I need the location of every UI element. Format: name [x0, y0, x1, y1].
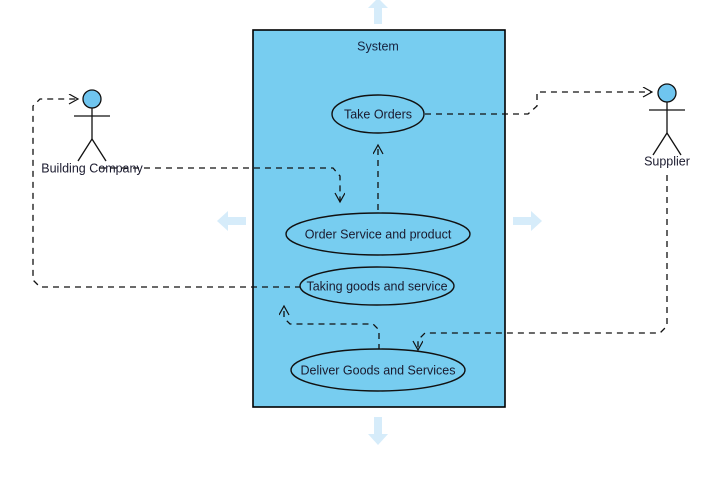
- connector-take-orders-to-supplier[interactable]: [425, 92, 652, 115]
- use-case-order-service-and-product[interactable]: Order Service and product: [285, 212, 471, 256]
- use-case-take-orders[interactable]: Take Orders: [331, 94, 425, 134]
- use-case-taking-goods-and-service[interactable]: Taking goods and service: [299, 266, 455, 306]
- actor-leg-right-line: [666, 132, 682, 156]
- actor-head-icon: [657, 83, 677, 103]
- use-case-taking-goods-and-service-label: Taking goods and service: [306, 279, 447, 293]
- actor-building-company-label: Building Company: [41, 161, 143, 175]
- use-case-deliver-goods-and-services[interactable]: Deliver Goods and Services: [290, 348, 466, 392]
- actor-leg-right-line: [91, 138, 107, 162]
- actor-leg-left-line: [652, 132, 668, 156]
- actor-supplier-label: Supplier: [644, 154, 690, 168]
- actor-leg-left-line: [77, 138, 93, 162]
- use-case-take-orders-label: Take Orders: [344, 107, 412, 121]
- use-case-deliver-goods-and-services-label: Deliver Goods and Services: [301, 363, 456, 377]
- resize-handle-up-icon[interactable]: [368, 0, 388, 24]
- connector-taking-goods-to-building-company[interactable]: [32, 99, 301, 288]
- actor-head-icon: [82, 89, 102, 109]
- resize-handle-left-icon[interactable]: [217, 211, 246, 231]
- actor-supplier[interactable]: Supplier: [644, 83, 690, 168]
- use-case-order-service-and-product-label: Order Service and product: [305, 227, 452, 241]
- actor-building-company[interactable]: Building Company: [41, 89, 143, 175]
- system-label: System: [357, 39, 399, 53]
- resize-handle-right-icon[interactable]: [513, 211, 542, 231]
- resize-handle-down-icon[interactable]: [368, 417, 388, 445]
- connector-supplier-to-deliver-goods[interactable]: [418, 175, 668, 350]
- connector-building-company-to-order-service[interactable]: [100, 167, 340, 202]
- connector-deliver-goods-to-taking-goods[interactable]: [284, 306, 380, 350]
